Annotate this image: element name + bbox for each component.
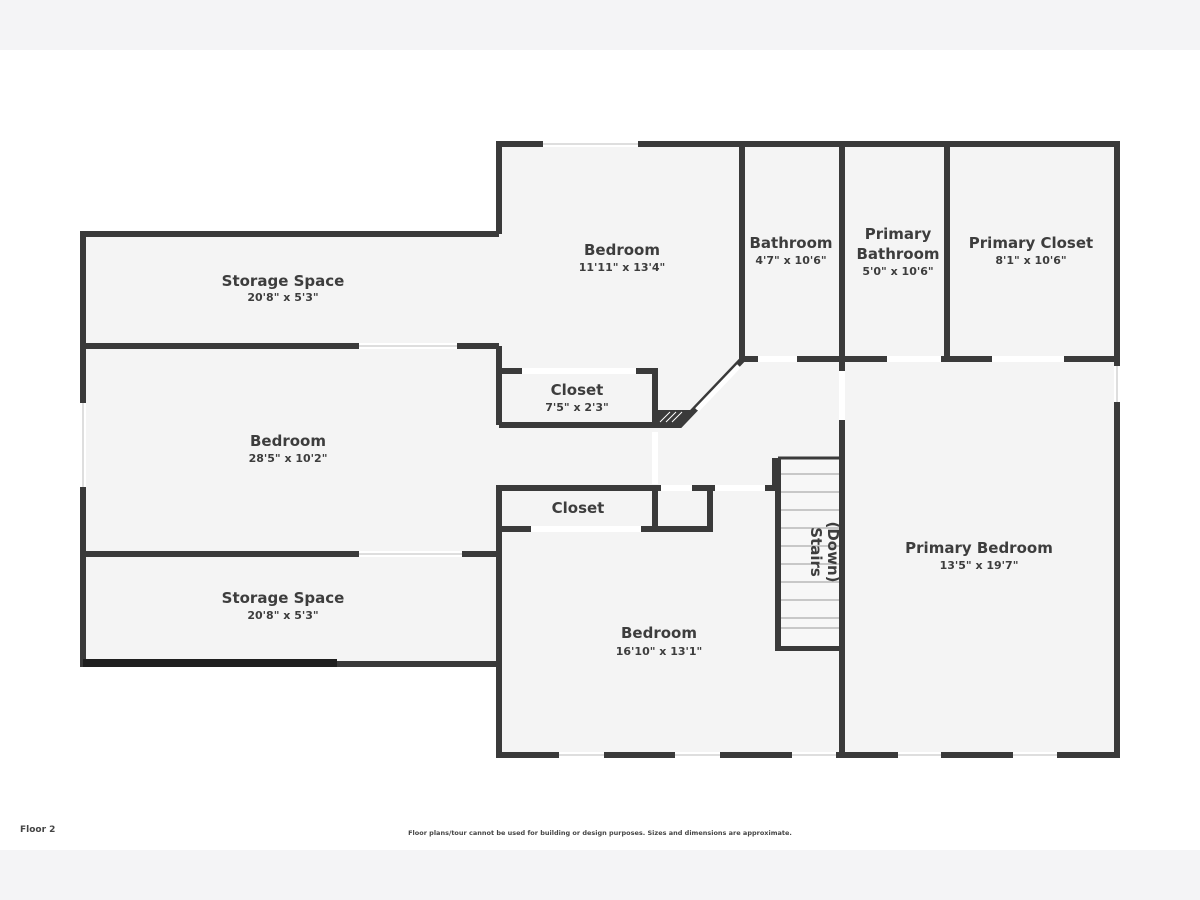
- bedroom-top-name: Bedroom: [584, 241, 660, 259]
- primary-bedroom-name: Primary Bedroom: [905, 539, 1053, 557]
- floor-label: Floor 2: [20, 825, 56, 835]
- disclaimer: Floor plans/tour cannot be used for buil…: [408, 829, 792, 837]
- stairs-label-line2: (Down): [824, 521, 842, 582]
- bedroom-left-name: Bedroom: [250, 432, 326, 450]
- primary-bathroom-dims: 5'0" x 10'6": [862, 265, 933, 278]
- storage-top-dims: 20'8" x 5'3": [247, 291, 318, 304]
- openings: [80, 141, 1120, 758]
- storage-bottom-name: Storage Space: [222, 589, 345, 607]
- bedroom-bottom-dims: 16'10" x 13'1": [616, 645, 703, 658]
- primary-bedroom-dims: 13'5" x 19'7": [940, 559, 1019, 572]
- room-labels: Storage Space 20'8" x 5'3" Bedroom 28'5"…: [222, 225, 1094, 658]
- bathroom-dims: 4'7" x 10'6": [755, 254, 826, 267]
- primary-bathroom-name-2: Bathroom: [856, 245, 939, 263]
- bedroom-left-dims: 28'5" x 10'2": [249, 452, 328, 465]
- stairs: [778, 456, 842, 646]
- primary-bathroom-name-1: Primary: [865, 225, 932, 243]
- stairs-label: Stairs (Down): [807, 521, 842, 582]
- floor-plan: Storage Space 20'8" x 5'3" Bedroom 28'5"…: [80, 141, 1120, 758]
- bathroom-name: Bathroom: [749, 234, 832, 252]
- stairs-label-line1: Stairs: [807, 527, 825, 577]
- bedroom-top-dims: 11'11" x 13'4": [579, 261, 666, 274]
- storage-top-name: Storage Space: [222, 272, 345, 290]
- closet-lower-name: Closet: [552, 499, 605, 517]
- primary-closet-dims: 8'1" x 10'6": [995, 254, 1066, 267]
- bedroom-bottom-name: Bedroom: [621, 624, 697, 642]
- closet-upper-name: Closet: [551, 381, 604, 399]
- chase-hatch: [656, 410, 698, 425]
- primary-closet-name: Primary Closet: [969, 234, 1093, 252]
- closet-upper-dims: 7'5" x 2'3": [545, 401, 609, 414]
- storage-bottom-dims: 20'8" x 5'3": [247, 609, 318, 622]
- floor-plan-canvas: Storage Space 20'8" x 5'3" Bedroom 28'5"…: [0, 50, 1200, 850]
